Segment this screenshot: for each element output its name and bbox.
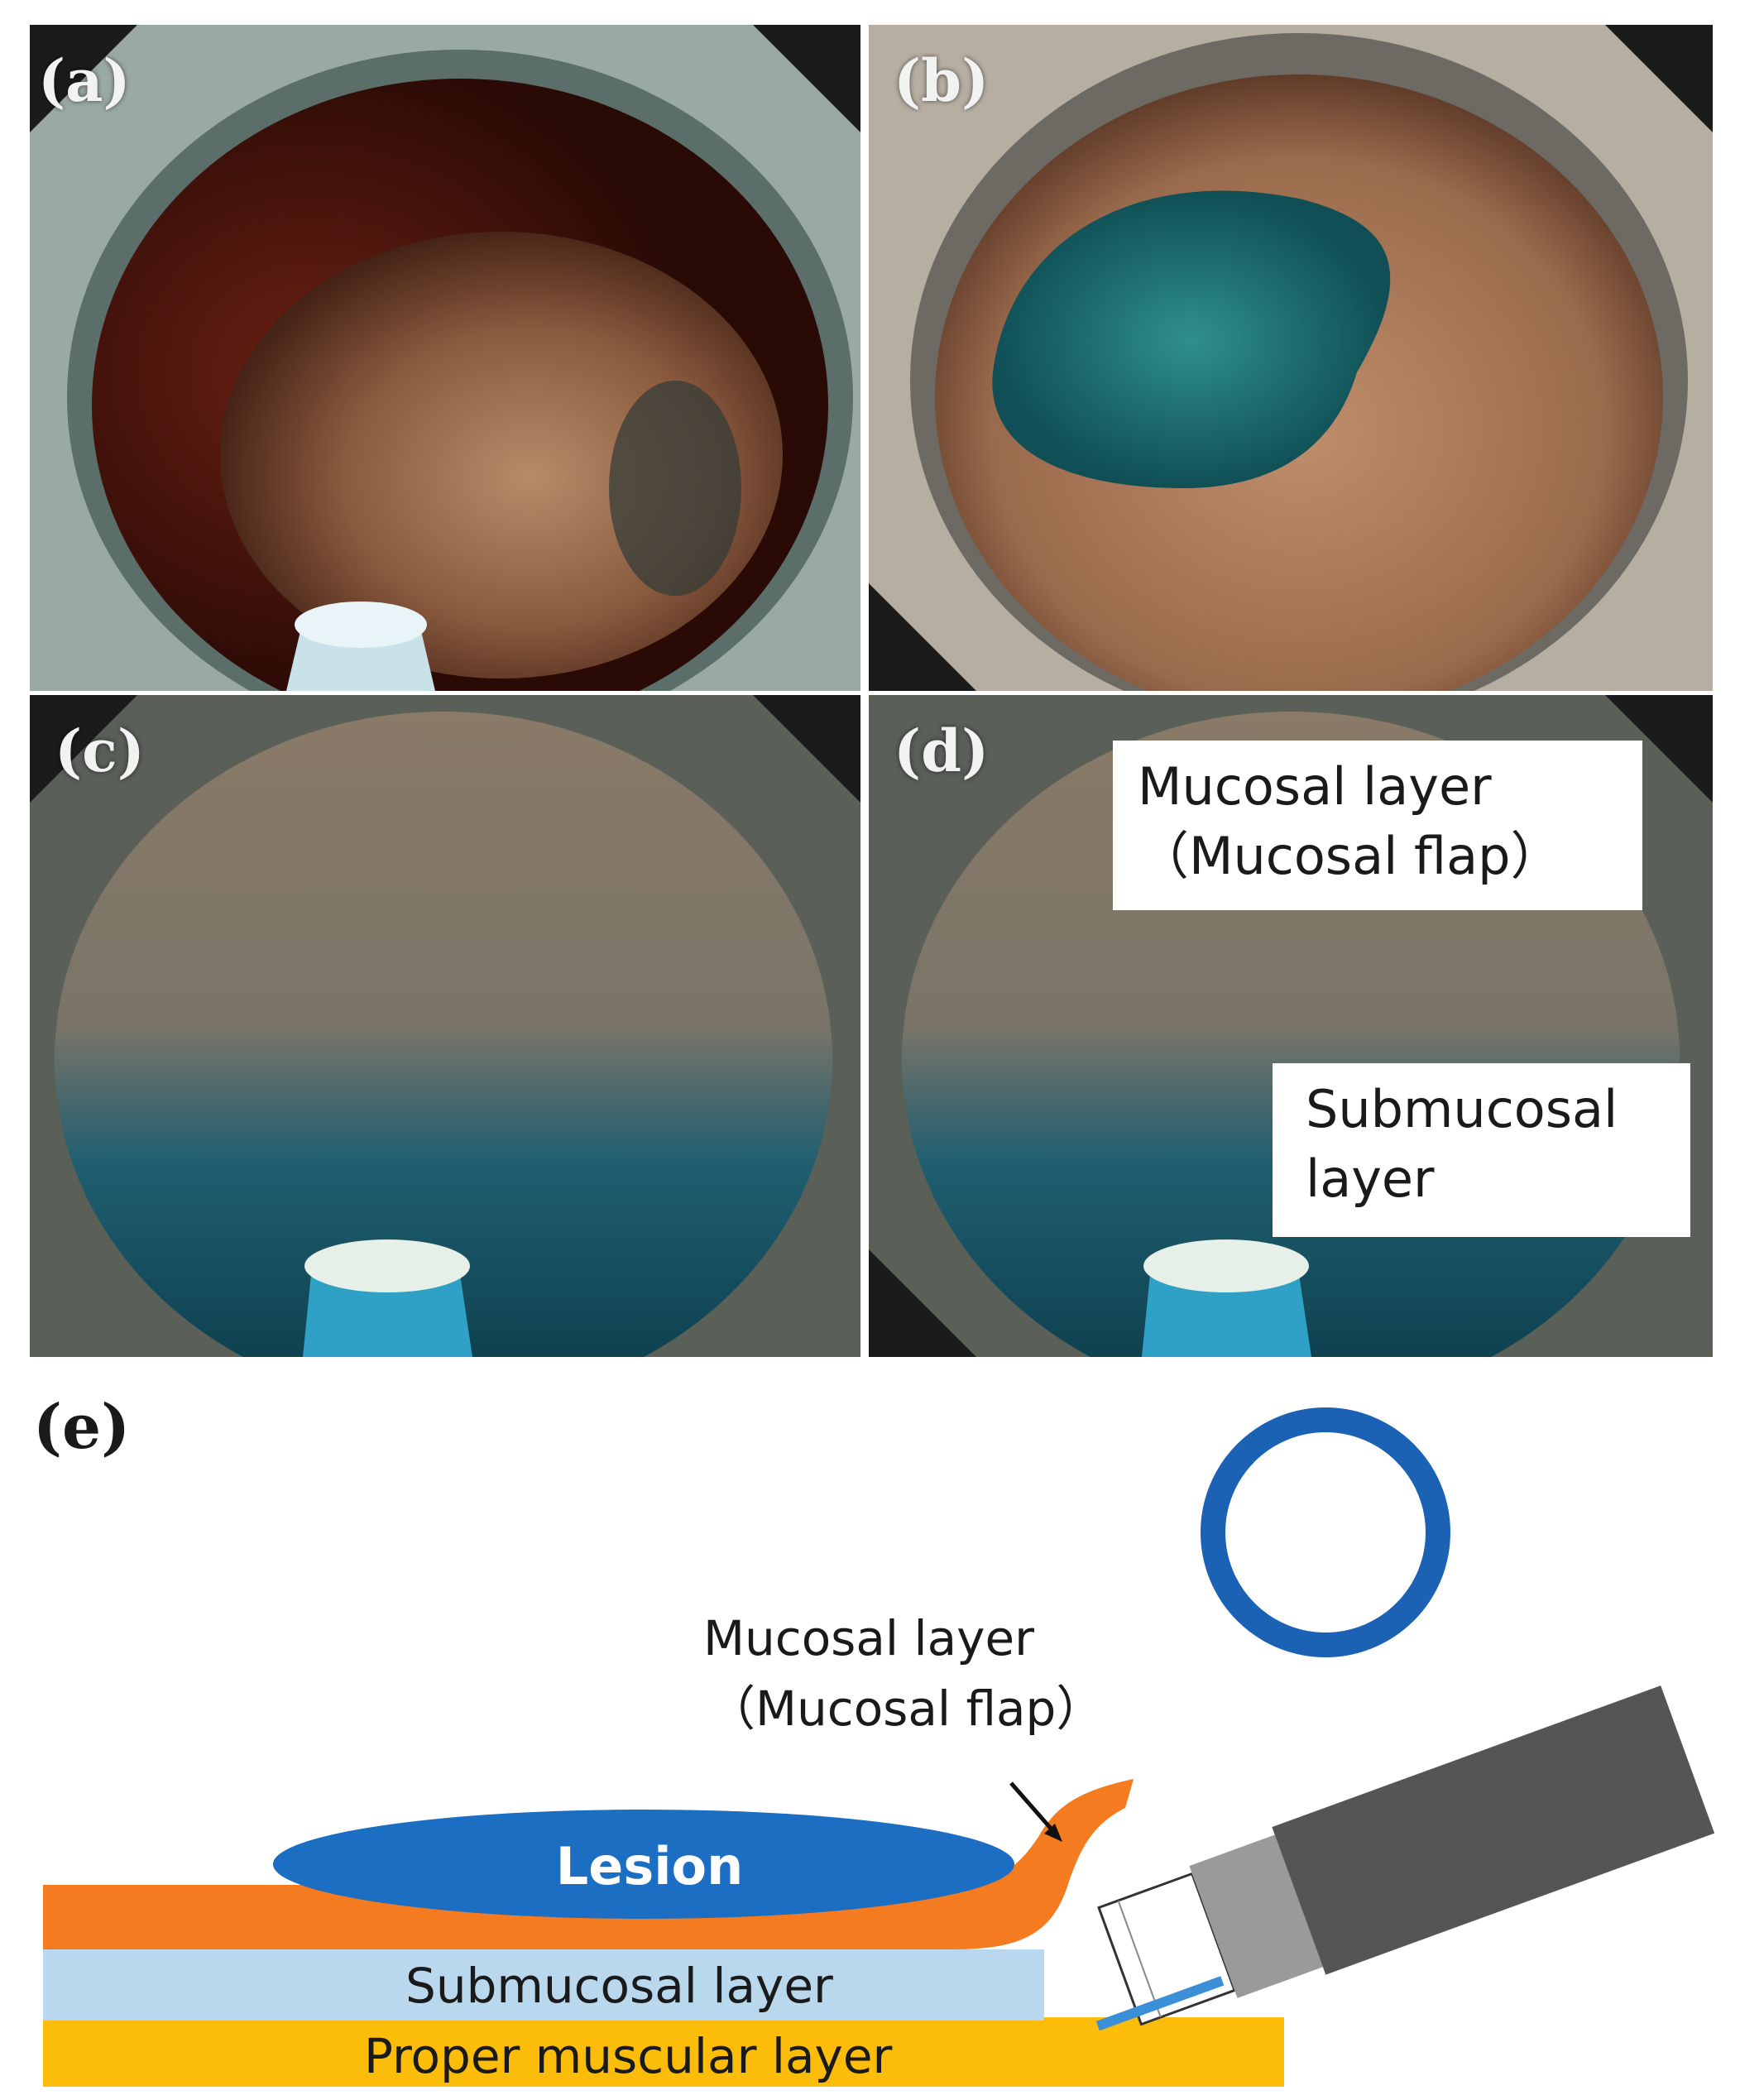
endoscopic-image-a bbox=[30, 25, 860, 691]
submucosal-label: Submucosal layer bbox=[405, 1958, 833, 2014]
muscular-label: Proper muscular layer bbox=[364, 2028, 893, 2084]
endoscope bbox=[1095, 1685, 1715, 2031]
pointer-arrow bbox=[1009, 1781, 1054, 1832]
panel-d: (d) Mucosal layer （Mucosal flap） Submuco… bbox=[869, 695, 1713, 1357]
panel-b: (b) bbox=[869, 25, 1713, 691]
scope-shaft bbox=[1272, 1685, 1715, 1975]
endoscopic-image-c bbox=[30, 695, 860, 1357]
lumen-ring-icon bbox=[1201, 1407, 1450, 1657]
panel-label-a: (a) bbox=[38, 46, 131, 115]
lesion-label: Lesion bbox=[556, 1836, 743, 1896]
mucosal-label-line2: （Mucosal flap） bbox=[707, 1680, 1104, 1737]
panel-a: (a) bbox=[30, 25, 860, 691]
lesion bbox=[273, 1810, 1014, 1919]
callout-submucosal-line1: Submucosal bbox=[1306, 1079, 1618, 1139]
schematic-diagram: (e) Lesion Submucosal layer Proper muscu… bbox=[33, 1392, 1715, 2087]
panel-label-c: (c) bbox=[55, 717, 145, 785]
callout-mucosal-line1: Mucosal layer bbox=[1138, 756, 1492, 817]
panel-label-d: (d) bbox=[894, 717, 990, 785]
scope-collar bbox=[1189, 1834, 1323, 1998]
callout-submucosal-layer: Submucosal layer bbox=[1273, 1063, 1690, 1237]
callout-mucosal-layer: Mucosal layer （Mucosal flap） bbox=[1113, 741, 1642, 910]
callout-mucosal-line2: （Mucosal flap） bbox=[1138, 826, 1562, 886]
mucosal-label-line1: Mucosal layer bbox=[703, 1610, 1034, 1666]
panel-label-b: (b) bbox=[894, 46, 990, 115]
panel-label-e: (e) bbox=[33, 1392, 130, 1463]
endoscopic-image-b bbox=[869, 25, 1713, 691]
arrowhead-icon bbox=[1044, 1824, 1062, 1842]
panel-c: (c) bbox=[30, 695, 860, 1357]
proper-muscular-layer bbox=[43, 2017, 1284, 2087]
callout-submucosal-line2: layer bbox=[1306, 1148, 1435, 1209]
knife-device bbox=[1095, 1976, 1225, 2031]
submucosal-layer bbox=[43, 1949, 1044, 2021]
